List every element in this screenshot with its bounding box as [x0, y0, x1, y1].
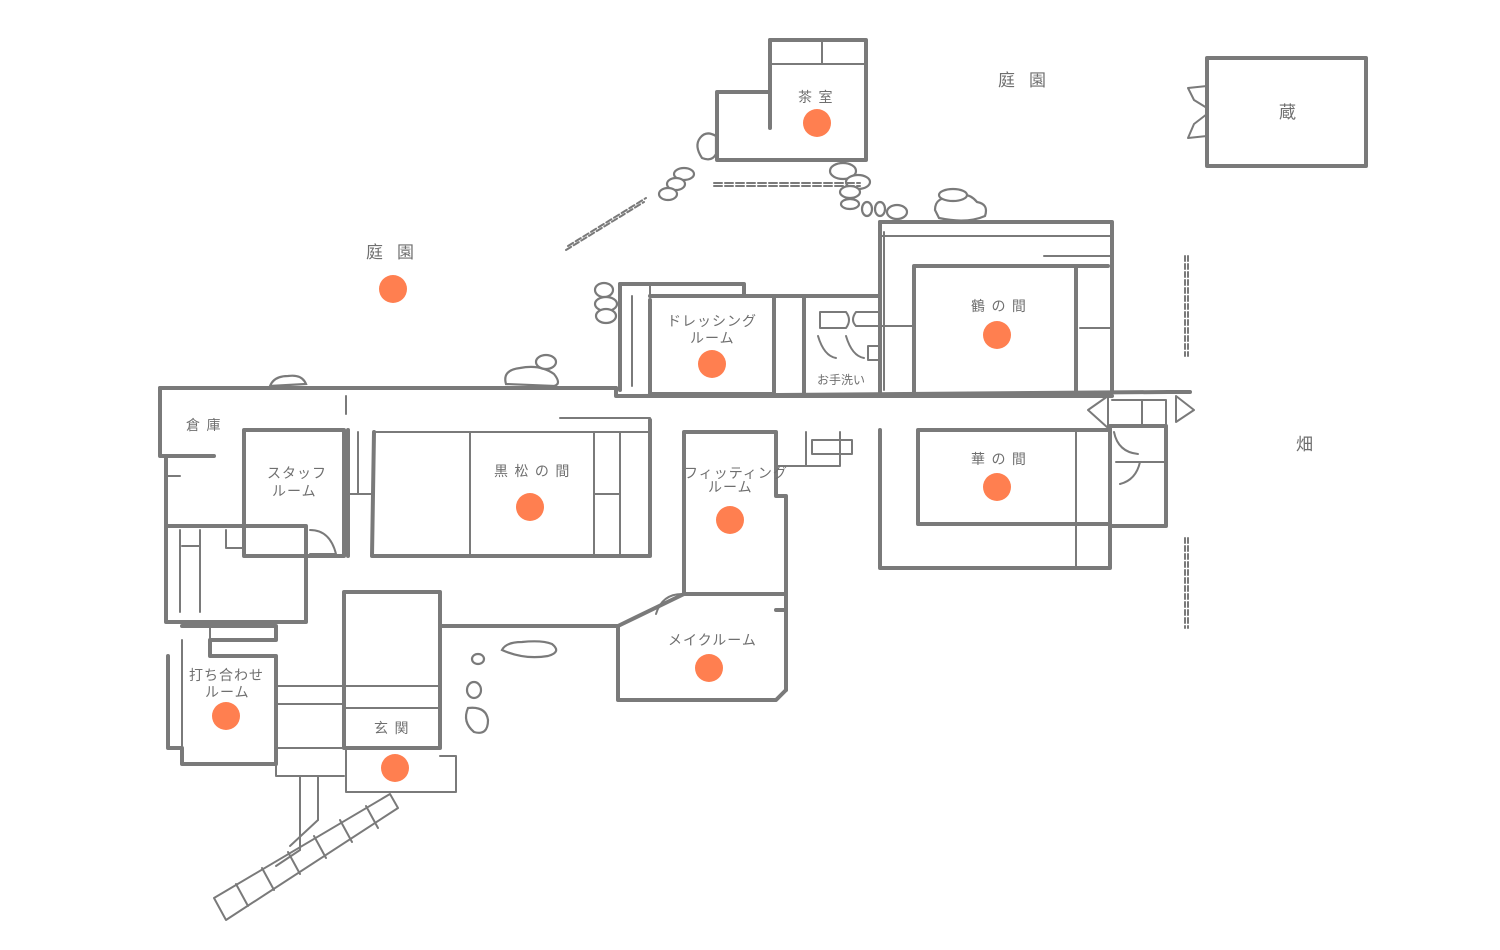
tea-room-building — [696, 38, 868, 162]
marker-entrance[interactable] — [381, 754, 409, 782]
label-staff-room-2: ルーム — [272, 484, 317, 500]
label-garden-west: 庭園 — [366, 243, 428, 263]
label-fitting-room-1: フィッティング — [684, 466, 788, 482]
marker-garden[interactable] — [379, 275, 407, 303]
marker-hana[interactable] — [983, 473, 1011, 501]
area-labels: 庭園 庭園 蔵 畑 — [366, 71, 1314, 455]
label-tsuru: 鶴 の 間 — [971, 298, 1027, 315]
label-makeup-room: メイクルーム — [668, 633, 757, 649]
garden-stones — [268, 161, 988, 734]
marker-makeup-room[interactable] — [695, 654, 723, 682]
label-tea-room: 茶 室 — [798, 89, 833, 106]
label-meeting-room-1: 打ち合わせ — [189, 667, 264, 684]
main-building — [158, 220, 1195, 921]
fences — [1184, 255, 1189, 629]
label-dressing-room-2: ルーム — [690, 331, 735, 347]
location-markers — [212, 109, 1011, 782]
label-storage: 倉 庫 — [186, 417, 221, 434]
marker-tea-room[interactable] — [803, 109, 831, 137]
label-kuromatsu: 黒 松 の 間 — [494, 464, 570, 480]
label-hana: 華 の 間 — [971, 452, 1027, 468]
marker-kuromatsu[interactable] — [516, 493, 544, 521]
marker-fitting-room[interactable] — [716, 506, 744, 534]
label-storehouse: 蔵 — [1279, 103, 1297, 123]
label-fitting-room-2: ルーム — [708, 480, 753, 496]
label-restroom: お手洗い — [817, 373, 865, 387]
label-entrance: 玄 関 — [374, 720, 409, 737]
room-labels: 茶 室 倉 庫 スタッフ ルーム 黒 松 の 間 ドレッシング ルーム お手洗い… — [186, 89, 1027, 737]
storehouse — [1187, 56, 1368, 168]
label-field: 畑 — [1296, 435, 1314, 455]
label-garden-north: 庭園 — [998, 71, 1060, 91]
marker-dressing-room[interactable] — [698, 350, 726, 378]
label-dressing-room-1: ドレッシング — [667, 314, 757, 330]
marker-meeting-room[interactable] — [212, 702, 240, 730]
label-staff-room-1: スタッフ — [267, 466, 327, 482]
marker-tsuru[interactable] — [983, 321, 1011, 349]
label-meeting-room-2: ルーム — [205, 685, 250, 701]
stepping-paths — [565, 182, 861, 251]
